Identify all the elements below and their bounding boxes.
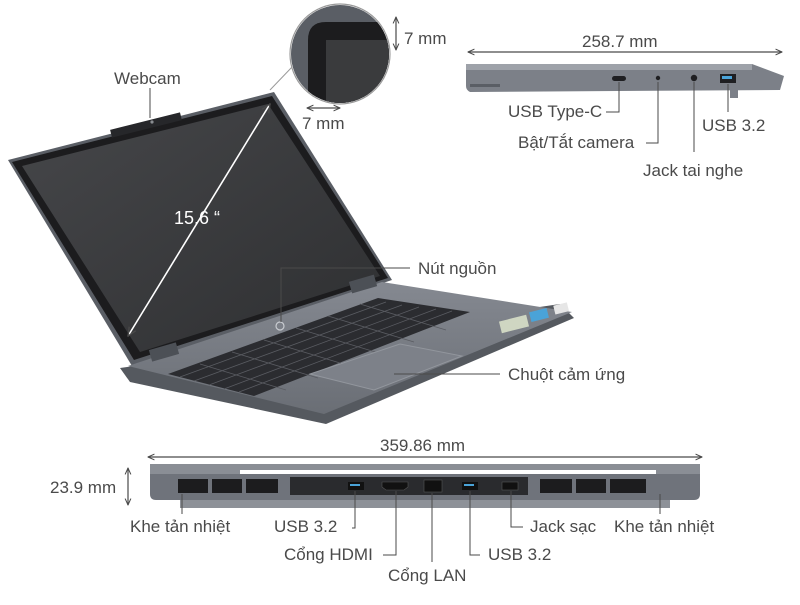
bezel-horizontal-label: 7 mm [302, 114, 345, 133]
charge-jack-label: Jack sạc [530, 517, 597, 536]
back-lid [150, 464, 700, 474]
back-leaders [181, 491, 661, 562]
webcam-lens [150, 120, 154, 124]
keyboard [168, 298, 470, 396]
side-camera-switch [655, 75, 661, 81]
side-leaders [606, 82, 729, 152]
back-charge-jack [501, 481, 519, 491]
power-button [275, 321, 285, 331]
sticker-3 [553, 302, 570, 315]
power-button-label: Nút nguồn [418, 259, 497, 278]
touchpad-label: Chuột cảm ứng [508, 365, 626, 384]
back-hdmi [381, 481, 409, 491]
side-usb-c-port [612, 76, 626, 81]
vent-right [540, 479, 646, 493]
headphone-jack-label: Jack tai nghe [643, 161, 744, 180]
touchpad [308, 343, 464, 391]
usb32-back-right-label: USB 3.2 [488, 545, 552, 564]
webcam-label: Webcam [114, 69, 181, 88]
screen-diagonal-arrow [128, 104, 270, 336]
vent-left [178, 479, 278, 493]
hinge-right [348, 274, 378, 294]
bezel-zoom [269, 3, 391, 105]
back-lan [423, 479, 443, 493]
hinge-left [148, 342, 180, 362]
side-headphone-jack [690, 74, 698, 82]
hdmi-label: Cổng HDMI [284, 545, 373, 564]
laptop-illustration [8, 92, 574, 424]
usb32-back-left-label: USB 3.2 [274, 517, 338, 536]
lan-label: Cổng LAN [388, 566, 467, 585]
thickness-label: 23.9 mm [50, 478, 117, 497]
sticker-2 [529, 307, 549, 323]
side-width-label: 258.7 mm [582, 32, 658, 51]
main-leaders [149, 88, 500, 375]
sticker-1 [498, 314, 530, 334]
back-width-label: 359.86 mm [380, 436, 466, 455]
side-view [466, 52, 784, 98]
vent-left-label: Khe tản nhiệt [130, 517, 231, 536]
back-view [128, 457, 702, 508]
bezel-vertical-label: 7 mm [404, 29, 447, 48]
usb-c-label: USB Type-C [508, 102, 603, 121]
back-port-panel [290, 477, 528, 495]
screen-size-label: 15.6 “ [174, 208, 221, 228]
keyboard-key-grid [179, 301, 453, 393]
vent-right-label: Khe tản nhiệt [614, 517, 715, 536]
camera-switch-label: Bật/Tắt camera [518, 133, 635, 152]
usb32-side-label: USB 3.2 [702, 116, 766, 135]
